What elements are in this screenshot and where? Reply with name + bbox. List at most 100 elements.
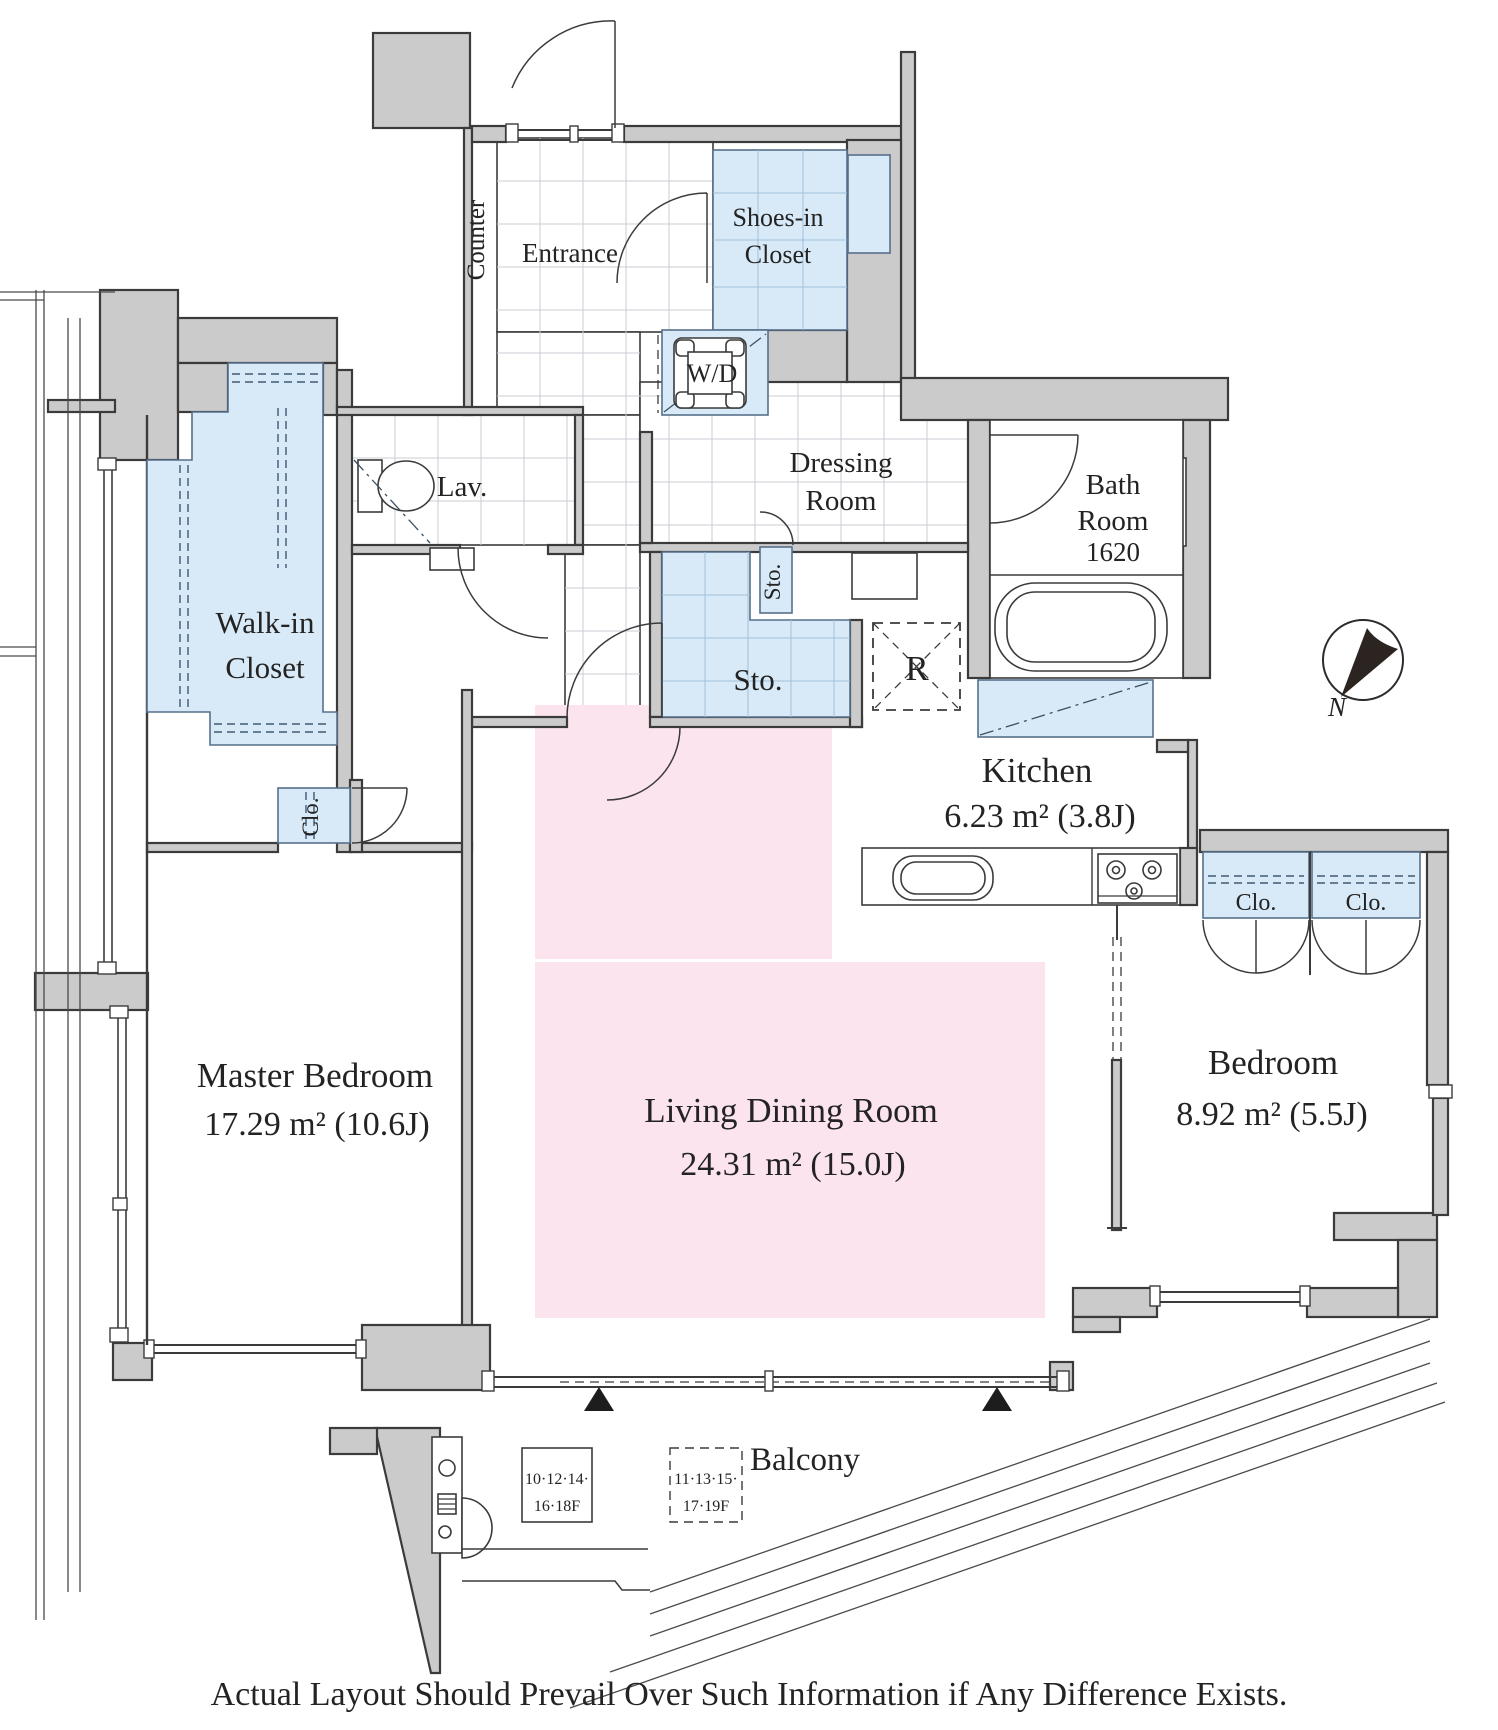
wall-hall-west [335,368,354,854]
ld-south-window [490,1376,1063,1388]
wd-label: W/D [687,359,738,388]
wall-entry-left [470,124,508,144]
floors-solid-line2: 16·18F [534,1498,580,1515]
lav-shelf [429,547,475,571]
lav-label: Lav. [437,471,487,503]
wall-master-north-right [348,841,474,854]
storage-small-label: Sto. [760,564,785,600]
wall-west-block [33,971,150,1012]
labels: Entrance Counter Shoes-in Closet W/D Dre… [197,199,1386,1713]
wall-master-north-left [145,841,280,854]
floors-dashed-box [669,1447,743,1523]
bedroom-label: Bedroom [1208,1043,1338,1082]
storage-small-box [759,546,793,614]
living-area-highlight [535,962,1045,1318]
wall-bedroom-south-step [1071,1315,1122,1334]
wall-dressing-south [638,541,970,554]
lav-door [457,547,549,639]
master-closet-door [351,787,408,844]
wall-bedroom-south-left [1071,1286,1159,1319]
shoes-closet-label-2: Closet [745,240,812,269]
wall-bath-east [1181,418,1212,680]
kitchen-label: Kitchen [982,751,1093,790]
walk-in-closet-area [146,362,338,746]
wall-bedroom-east-lower [1431,1096,1450,1217]
balcony-label: Balcony [750,1442,860,1478]
wall-se-corner-col [1396,1238,1439,1319]
shoes-in-closet [712,149,891,331]
dining-area-highlight [535,705,832,959]
wall-west-bar [46,398,117,414]
wall-wic-step-right [321,361,339,417]
wall-storage-west [648,550,664,719]
bath-label-2: Room [1078,505,1149,537]
bath-size-label: 1620 [1086,537,1140,567]
refrigerator-label: R [905,649,929,688]
wall-wic-step-left [176,361,230,414]
stove-icon [1097,853,1178,904]
wall-above-wic [176,316,339,365]
wall-bedroom-north [1198,828,1450,854]
wall-corridor-south [470,715,569,729]
wall-closet-side [348,778,364,854]
wall-storage-south [648,715,864,729]
dressing-label-1: Dressing [789,447,892,479]
bath-room-box [989,419,1184,679]
wall-lav-east [573,413,585,547]
master-bedroom-label: Master Bedroom [197,1056,433,1095]
disclaimer-text: Actual Layout Should Prevail Over Such I… [211,1676,1288,1713]
balcony-marker-left [584,1387,614,1411]
wall-balcony-northwest [360,1323,492,1392]
wall-lav-south-right [546,543,585,556]
kitchen-area-label: 6.23 m² (3.8J) [944,798,1136,835]
wall-se-corner-top [1332,1211,1439,1242]
walls [33,31,1450,1675]
bedroom-east-window [1428,1084,1453,1099]
balcony-edge [462,1318,1446,1709]
adjacent-structure-lines [0,290,115,1620]
master-closet-label: Clo. [298,798,323,837]
wall-kitchen-east [1186,738,1199,854]
living-door-right [606,726,681,801]
closet1-label: Clo. [1236,890,1277,916]
wall-corridor-dressing [638,430,654,545]
compass-needle-icon [1341,628,1398,697]
closet-folding-doors [1202,919,1421,975]
balcony-marker-right [982,1387,1012,1411]
tiled-floors [351,137,969,718]
balcony-drain-icon [461,1497,493,1559]
fixtures [353,419,1184,1559]
living-dining-label: Living Dining Room [644,1091,938,1130]
master-south-window [150,1344,362,1354]
compass-north-label: N [1327,692,1348,722]
closet2-label: Clo. [1346,890,1387,916]
wall-ld-bedroom-partition [1110,1058,1123,1232]
wall-bedroom-south-right [1305,1286,1400,1319]
kitchen-back-cabinet [977,679,1154,738]
floors-dashed-line2: 17·19F [683,1498,729,1515]
entrance-label: Entrance [522,238,618,268]
wall-top-chimney [371,31,472,130]
kitchen-counter [861,847,1181,906]
balcony-area [462,1318,1446,1709]
wall-kitchen-step [1155,738,1190,754]
toilet-icon [353,459,435,544]
wic-label-1: Walk-in [215,605,315,640]
wall-wedge-cap [328,1426,379,1456]
closets [146,149,1421,975]
wall-master-sw-corner [111,1341,154,1382]
storage-small-door [759,511,794,546]
front-door [511,20,616,128]
wall-void-column [899,50,917,384]
wic-label-2: Closet [225,650,305,685]
wall-bedroom-east-upper [1425,850,1450,1087]
wall-bath-west [966,418,992,680]
entrance-inner-door [616,192,708,284]
bath-label-1: Bath [1086,469,1141,501]
refrigerator-space [872,622,961,711]
storage-large-label: Sto. [733,662,782,697]
dressing-cabinet [851,552,918,600]
living-dining-highlight [535,705,1045,1318]
living-dining-area-label: 24.31 m² (15.0J) [680,1146,906,1183]
